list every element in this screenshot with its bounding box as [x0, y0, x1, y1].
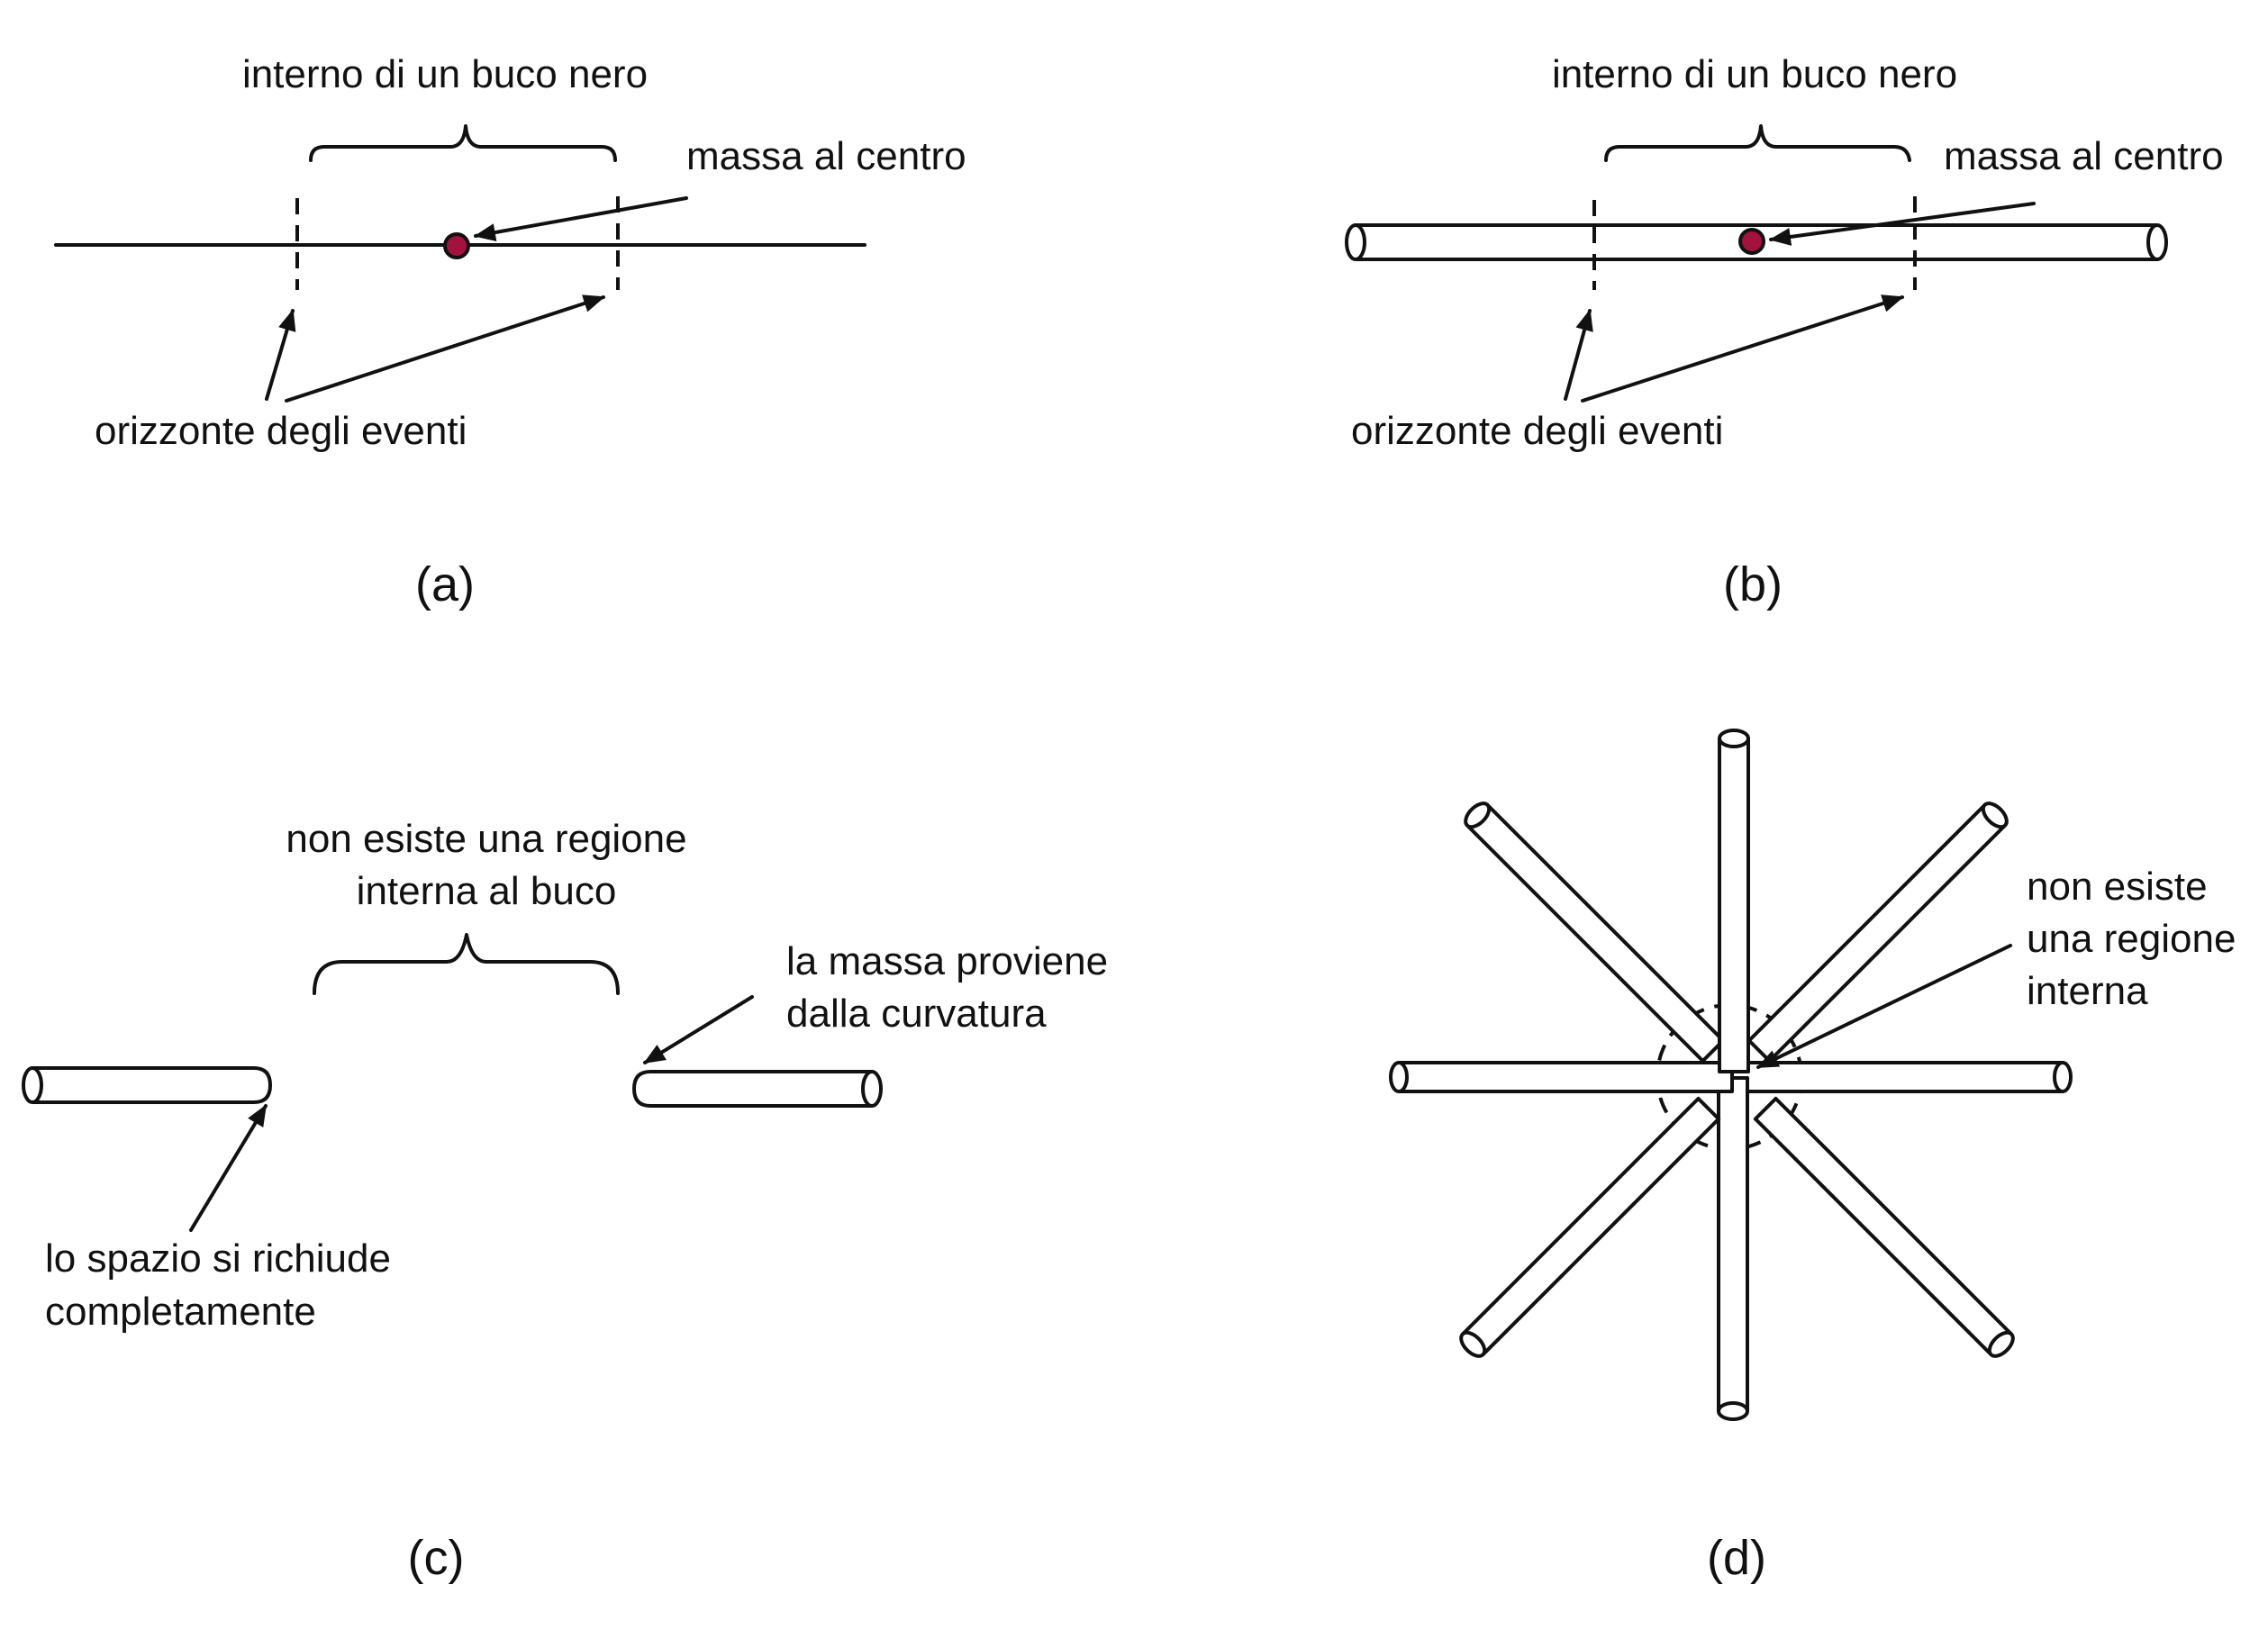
no-region-label-line2: interna al buco: [357, 869, 617, 913]
panel-d: non esiste una regione interna (d): [1389, 729, 2236, 1585]
horizon-label: orizzonte degli eventi: [95, 409, 467, 453]
tube-east: [1728, 1061, 2073, 1093]
panel-label: (b): [1723, 557, 1783, 611]
radial-tubes: [1389, 729, 2073, 1421]
closure-label-line2: completamente: [45, 1290, 316, 1334]
mass-label: massa al centro: [686, 134, 966, 178]
horizon-arrow-left: [1564, 309, 1593, 401]
mass-arrow: [1769, 202, 2036, 246]
tube-south-west: [1457, 1099, 1719, 1361]
panel-b: interno di un buco nero massa al centro …: [1345, 52, 2224, 611]
mass-label: massa al centro: [1944, 134, 2224, 178]
interior-label: interno di un buco nero: [242, 52, 648, 96]
no-region-arrow: [1756, 944, 2012, 1069]
mass-origin-label-line2: dalla curvatura: [786, 992, 1047, 1036]
central-mass-dot: [1738, 228, 1765, 255]
panel-label: (a): [415, 557, 475, 611]
tube-south-east: [1755, 1099, 2018, 1361]
tube-north-west: [1462, 800, 1724, 1062]
tube-north-east: [1749, 800, 2011, 1062]
panel-a: interno di un buco nero massa al centro …: [54, 52, 966, 611]
left-tube: [22, 1066, 272, 1104]
no-region-brace: [313, 933, 620, 995]
interior-brace: [309, 124, 617, 162]
closure-arrow: [189, 1104, 268, 1232]
panel-c: non esiste una regione interna al buco l…: [22, 817, 1108, 1585]
right-tube: [632, 1070, 883, 1108]
no-region-label-line1: non esiste: [2027, 865, 2208, 909]
horizon-arrow-right: [1581, 294, 1904, 403]
mass-origin-arrow: [643, 995, 754, 1064]
central-mass-dot: [443, 232, 470, 259]
mass-origin-label-line1: la massa proviene: [786, 939, 1108, 983]
tube-west: [1389, 1061, 1734, 1093]
horizon-arrow-right: [285, 294, 605, 403]
no-region-label-line3: interna: [2027, 969, 2148, 1013]
panel-label: (c): [408, 1531, 465, 1585]
tube-south: [1717, 1076, 1749, 1421]
horizon-arrow-left: [265, 309, 296, 401]
tube-north: [1718, 729, 1750, 1073]
no-region-label-line1: non esiste una regione: [286, 817, 686, 861]
closure-label-line1: lo spazio si richiude: [45, 1236, 391, 1281]
panel-label: (d): [1707, 1531, 1766, 1585]
no-region-label-line2: una regione: [2027, 917, 2236, 961]
interior-label: interno di un buco nero: [1552, 52, 1957, 96]
horizon-label: orizzonte degli eventi: [1351, 409, 1723, 453]
interior-brace: [1604, 124, 1911, 162]
mass-arrow: [474, 196, 688, 241]
